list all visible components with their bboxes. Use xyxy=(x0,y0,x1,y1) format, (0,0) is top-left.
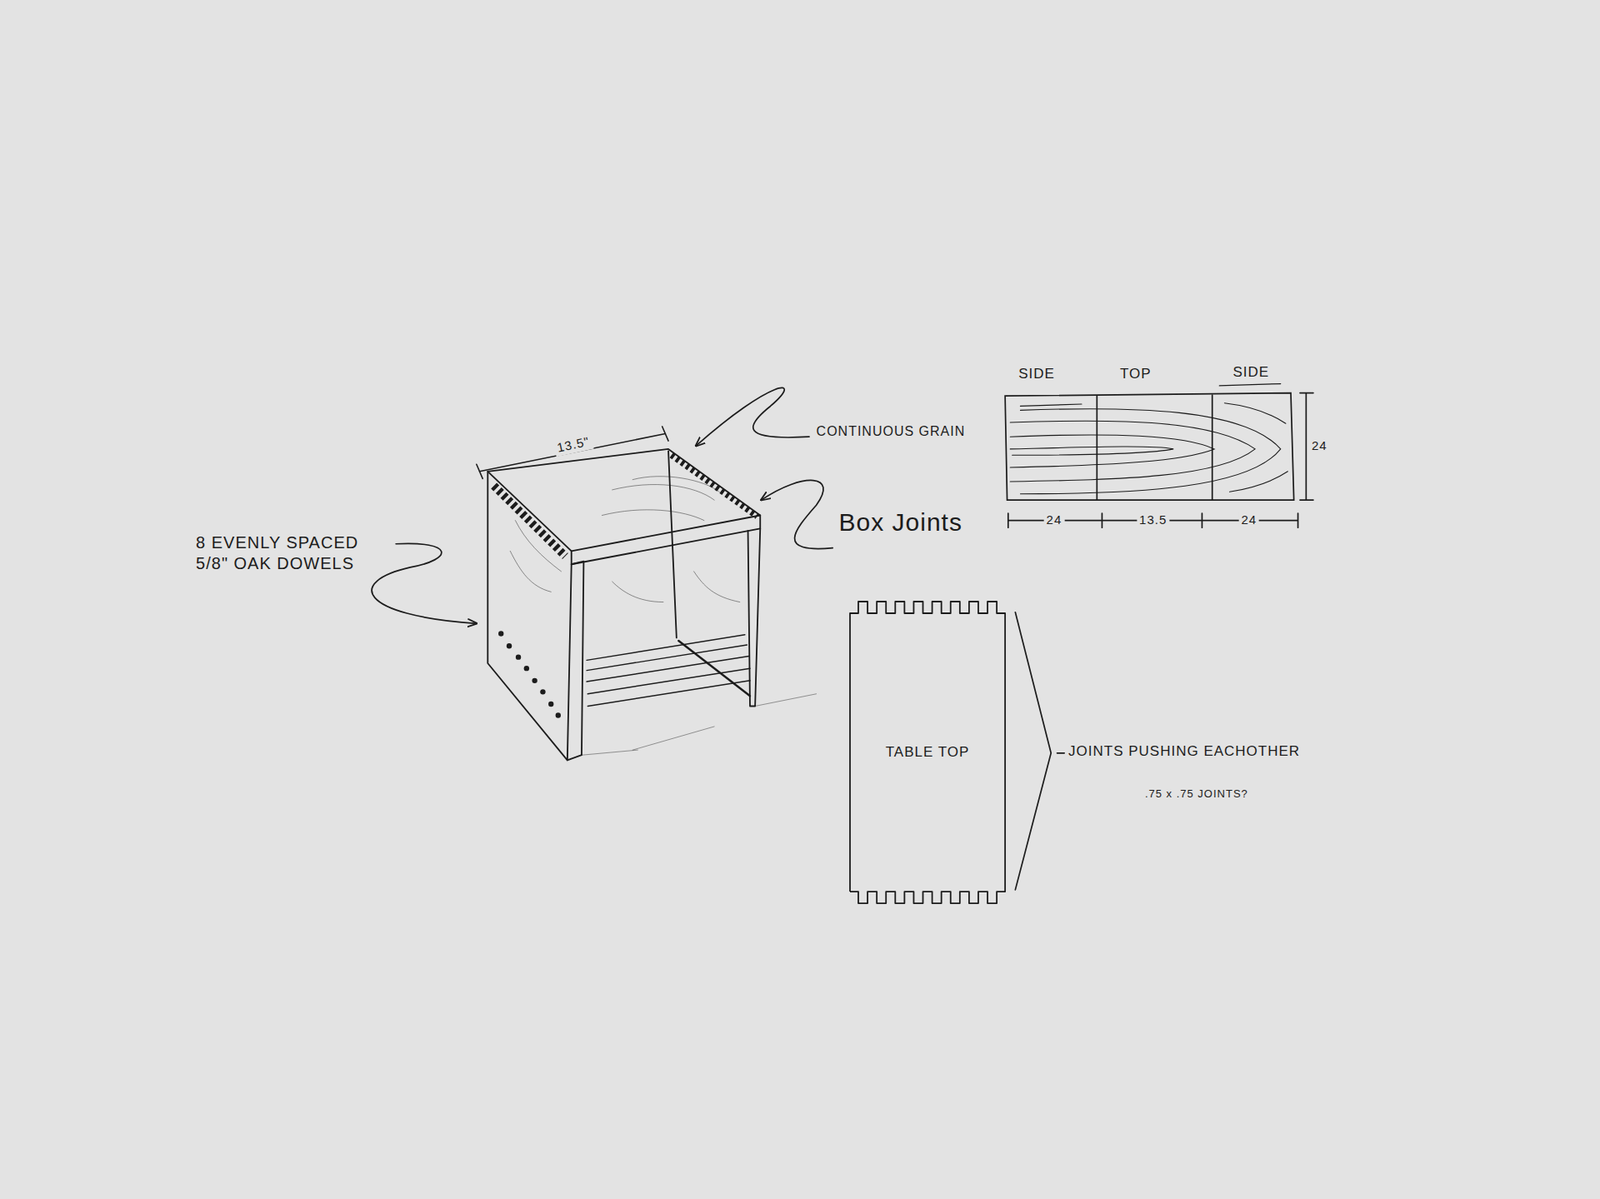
shelf-rail xyxy=(678,640,750,696)
wood-grain xyxy=(1010,403,1288,495)
panel-label: TABLE TOP xyxy=(885,744,970,761)
box-joint-hatch xyxy=(671,455,758,516)
grain-board xyxy=(1005,384,1314,529)
part-name: SIDE xyxy=(1018,365,1055,384)
callout-note: JOINTS PUSHING EACHOTHER xyxy=(1068,743,1300,761)
bracket-dash xyxy=(1057,752,1065,755)
part-name: TOP xyxy=(1120,365,1152,384)
label-underline xyxy=(1020,384,1280,407)
stool-top-edge xyxy=(571,515,761,565)
dimension-label: 24 xyxy=(1311,438,1328,455)
shading-scribble xyxy=(510,476,740,603)
part-name: SIDE xyxy=(1232,363,1270,381)
stool-right-panel xyxy=(748,528,761,706)
grain-line xyxy=(1020,409,1280,495)
leader-lines xyxy=(371,387,833,624)
box-joint-hatch xyxy=(494,485,566,556)
table-top-panel: TABLE TOP xyxy=(850,600,1005,905)
dimension-13-5 xyxy=(476,426,669,479)
toothed-outline xyxy=(850,601,1005,904)
dowel xyxy=(506,643,512,649)
bracket-lines xyxy=(1015,612,1051,890)
leader-line xyxy=(760,480,833,549)
dowel xyxy=(524,665,530,671)
shelf-slats xyxy=(586,635,750,707)
board-outline xyxy=(1005,393,1295,501)
dimension-line xyxy=(480,434,666,472)
stool-left-panel xyxy=(487,471,571,761)
callout-note: Box Joints xyxy=(839,506,963,539)
dimension-label: 24 xyxy=(1044,512,1065,529)
grain-line xyxy=(1010,435,1215,468)
leader-line xyxy=(371,543,477,624)
dowels xyxy=(498,630,561,718)
stool-left-panel-edge xyxy=(567,561,585,761)
grain-line xyxy=(1010,446,1174,455)
grain-line xyxy=(1010,420,1255,482)
dowel xyxy=(555,712,561,718)
dimension-label: 24 xyxy=(1238,512,1260,529)
dimension-ticks xyxy=(476,426,669,479)
dowel xyxy=(531,678,537,684)
length-dimension xyxy=(1008,513,1299,528)
dowel xyxy=(540,689,545,695)
dowel xyxy=(548,701,554,707)
leader-line xyxy=(695,387,810,446)
dimension-label: 13.5 xyxy=(1136,512,1170,529)
dowel xyxy=(515,655,521,660)
grain-line xyxy=(1224,403,1288,493)
bracket xyxy=(1015,612,1065,890)
height-dimension xyxy=(1300,393,1314,501)
callout-note: CONTINUOUS GRAIN xyxy=(816,423,966,440)
ground-shadow xyxy=(581,694,817,755)
stool-back-edge xyxy=(668,450,677,638)
dimension-label: 13.5" xyxy=(553,433,594,457)
callout-note: .75 x .75 JOINTS? xyxy=(1145,787,1249,801)
callout-note: 8 EVENLY SPACED 5/8" OAK DOWELS xyxy=(195,532,384,575)
dowel xyxy=(498,630,504,636)
